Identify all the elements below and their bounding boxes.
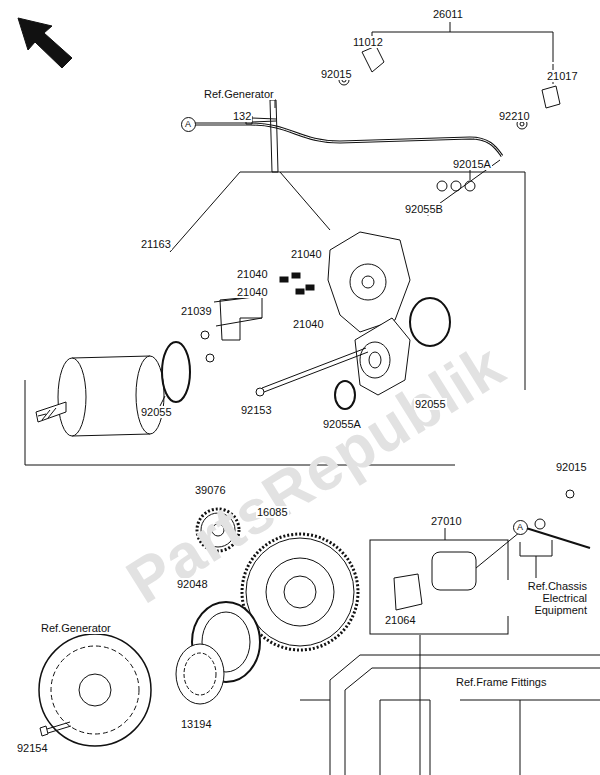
brush	[280, 277, 288, 282]
callout-number: 132	[232, 110, 252, 122]
reduction-cap	[360, 342, 390, 378]
end-cover	[362, 276, 374, 288]
relay-boot	[394, 574, 422, 610]
reference-letter: A	[517, 523, 523, 532]
o-ring	[162, 342, 190, 402]
callout-number: 21040	[236, 286, 269, 298]
washer	[516, 523, 524, 531]
reference-note: Ref.Chassis Electrical Equipment	[486, 580, 588, 616]
bracket	[214, 296, 262, 326]
brush	[292, 273, 300, 278]
generator-rotor	[51, 646, 139, 734]
brush-holder	[220, 296, 262, 340]
leader-line	[160, 396, 165, 406]
reference-note: Ref.Generator	[40, 622, 112, 634]
callout-number: 39076	[194, 484, 227, 496]
one-way-clutch	[184, 653, 216, 695]
callout-number: 92055	[414, 398, 447, 410]
callout-number: 92015	[320, 68, 353, 80]
reference-letter: A	[185, 120, 191, 129]
bracket	[520, 540, 552, 578]
callout-number: 11012	[352, 36, 384, 48]
callout-number: 21040	[236, 268, 269, 280]
end-cover	[328, 232, 410, 332]
brush	[306, 285, 314, 290]
o-ring	[335, 381, 355, 409]
relay-wire	[476, 532, 520, 568]
reference-note: Ref.Generator	[203, 88, 275, 100]
nut	[520, 122, 524, 126]
callout-number: 92015A	[452, 158, 492, 170]
callout-number: 92055	[140, 406, 173, 418]
callout-number: 92154	[16, 742, 49, 754]
screw	[201, 331, 209, 339]
callout-number: 21017	[546, 70, 579, 82]
leader-line	[275, 100, 276, 108]
terminal-boot	[542, 86, 560, 108]
starter-relay	[432, 552, 476, 590]
leader-line	[420, 635, 421, 775]
bracket	[372, 22, 553, 62]
motor-yoke	[58, 358, 86, 436]
generator-rotor	[79, 674, 111, 706]
frame	[300, 655, 600, 775]
brush	[296, 289, 304, 294]
o-ring	[410, 298, 450, 346]
callout-number: 27010	[430, 515, 463, 527]
screw	[206, 354, 214, 362]
reference-circle: A	[513, 520, 528, 535]
generator-rotor	[39, 634, 151, 746]
callout-number: 92015	[555, 461, 588, 473]
bolt	[40, 722, 71, 736]
direction-arrow	[18, 18, 72, 68]
callout-number: 21064	[384, 614, 417, 626]
callout-number: 92210	[498, 110, 531, 122]
callout-number: 92048	[176, 578, 209, 590]
leader-line	[280, 160, 500, 230]
through-bolt	[262, 348, 368, 392]
through-bolt	[256, 388, 264, 396]
one-way-clutch	[176, 644, 224, 704]
starter-gear	[246, 538, 354, 646]
battery-cable	[526, 528, 590, 548]
callout-number: 21040	[290, 248, 323, 260]
callout-number: 13194	[180, 718, 213, 730]
washer	[437, 181, 447, 191]
callout-number: 16085	[256, 506, 289, 518]
callout-number: 26011	[432, 8, 464, 20]
end-cover	[350, 264, 386, 300]
callout-number: 92153	[240, 404, 273, 416]
shaft-spline	[38, 408, 56, 420]
nut	[566, 490, 574, 498]
starter-gear	[284, 576, 316, 608]
terminal-boot	[362, 46, 384, 72]
reference-note: Ref.Frame Fittings	[455, 676, 547, 688]
starter-cable	[188, 124, 502, 156]
callout-number: 92055A	[322, 418, 362, 430]
callout-number: 21039	[180, 305, 213, 317]
reference-circle: A	[181, 117, 196, 132]
reduction-cap	[369, 352, 381, 368]
starter-cable	[188, 124, 502, 156]
leader-line	[445, 528, 446, 540]
motor-shaft	[36, 402, 66, 422]
callout-number: 21040	[292, 318, 325, 330]
motor-yoke	[136, 356, 164, 434]
nut	[465, 181, 475, 191]
starter-gear	[266, 558, 334, 626]
callout-number: 21163	[140, 238, 172, 250]
callout-number: 92055B	[404, 203, 444, 215]
terminal	[535, 519, 545, 529]
lead-strap	[270, 100, 278, 172]
